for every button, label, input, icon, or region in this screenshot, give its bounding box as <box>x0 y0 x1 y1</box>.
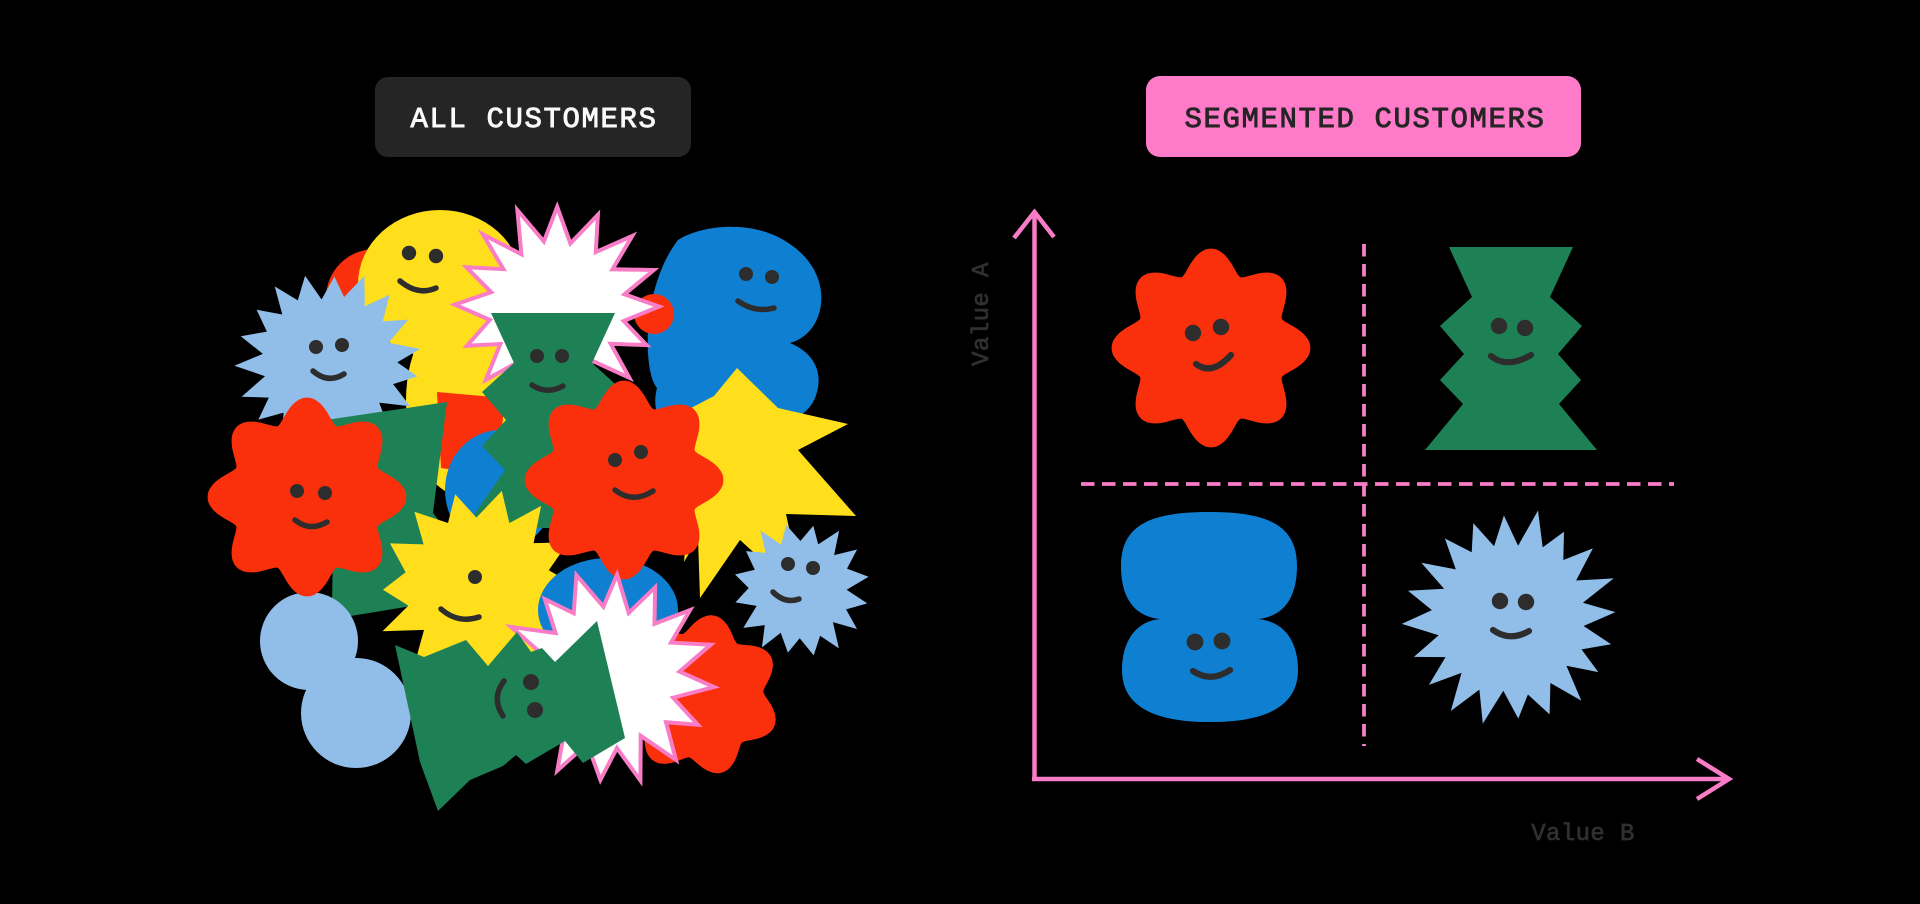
svg-text:SEGMENTED CUSTOMERS: SEGMENTED CUSTOMERS <box>1184 103 1545 136</box>
svg-text:Value B: Value B <box>1531 821 1635 848</box>
svg-text:ALL CUSTOMERS: ALL CUSTOMERS <box>410 103 657 136</box>
svg-text:Value A: Value A <box>969 262 996 366</box>
